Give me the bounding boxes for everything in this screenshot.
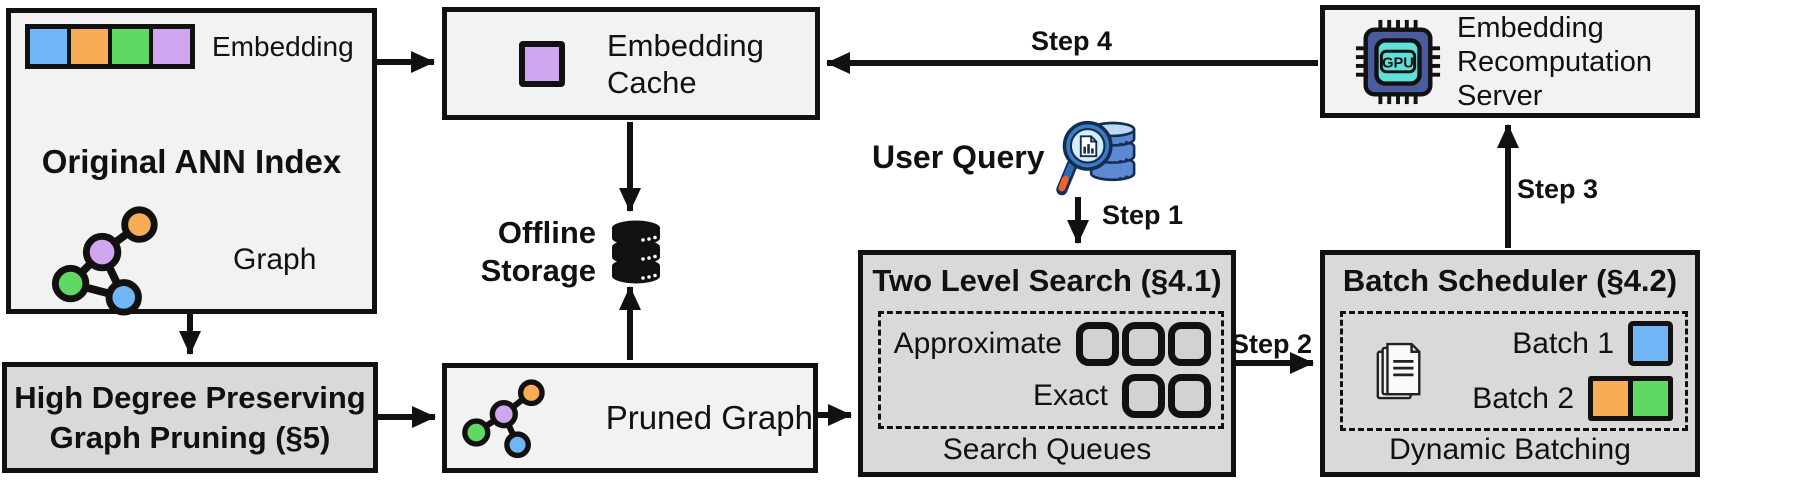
rounded-queue-slot-icon [1168,322,1211,366]
rounded-queue-slot-icon [1168,374,1211,418]
embedding-cache-label: Embedding Cache [607,27,764,101]
offline-line1: Offline [497,215,596,250]
pruned-graph-box: Pruned Graph [442,363,818,473]
embedding-recomputation-server-box: GPU Embedding Recomputation Server [1320,5,1700,118]
gpu-chip-label: GPU [1382,55,1414,71]
embedding-cache-line2: Cache [607,64,697,100]
offline-storage-label: Offline Storage [468,214,596,290]
pruned-node-green [462,418,491,447]
graph-pruning-line2: Graph Pruning (§5) [49,419,331,455]
pruned-node-purple [489,400,518,429]
embedding-cache-box: Embedding Cache [442,7,820,120]
approximate-queue-row: Approximate [889,322,1211,366]
batch1-row: Batch 1 [1472,321,1673,366]
dynamic-batching-footer: Dynamic Batching [1389,433,1631,466]
exact-queue-row: Exact [889,374,1211,418]
rounded-queue-slot-icon [1076,322,1119,366]
graph-node-orange [121,206,158,243]
search-queues-footer: Search Queues [942,433,1152,466]
graph-pruning-label: High Degree Preserving Graph Pruning (§5… [7,367,373,468]
batch2-embedding-squares [1588,376,1673,421]
database-stack-icon [612,220,660,284]
step1-label: Step 1 [1102,200,1184,230]
batch-scheduler-box: Batch Scheduler (§4.2) Batch 1 [1320,250,1700,477]
batch1-label: Batch 1 [1512,326,1614,360]
search-queues-panel: Approximate Exact [878,311,1224,429]
approximate-label: Approximate [893,327,1062,360]
embedding-vector-strip-icon [25,24,195,69]
graph-node-green [51,264,90,303]
step4-label: Step 4 [1031,26,1113,56]
embedding-cell-orange [71,29,108,64]
batch2-label: Batch 2 [1472,381,1574,415]
step2-label: Step 2 [1231,329,1313,359]
magnifier-over-database-icon [1055,120,1135,196]
graph-node-purple [82,232,122,272]
graph-node-blue [105,279,142,316]
batch-scheduler-title: Batch Scheduler (§4.2) [1342,263,1678,298]
embedding-cell-purple [153,29,190,64]
two-level-search-box: Two Level Search (§4.1) Approximate Exac… [858,250,1236,477]
two-level-search-title: Two Level Search (§4.1) [872,263,1222,298]
user-query-group: User Query [872,116,1141,198]
recomputation-server-label: Embedding Recomputation Server [1457,11,1652,113]
offline-line2: Storage [480,253,596,288]
pruned-graph-label: Pruned Graph [605,399,813,436]
embedding-strip-row: Embedding [25,24,354,69]
graph-pruning-box: High Degree Preserving Graph Pruning (§5… [2,362,378,473]
offline-storage-group: Offline Storage [468,214,662,290]
embedding-label: Embedding [212,30,354,62]
document-stack-icon [1376,342,1421,400]
pruned-node-blue [504,431,531,459]
embedding-cache-line1: Embedding [607,27,764,63]
purple-embedding-square-icon [519,40,565,87]
batch1-embedding-square [1628,321,1673,366]
pruned-graph-nodes-icon [462,379,545,459]
embedding-cell-blue [30,29,67,64]
rounded-queue-slot-icon [1122,374,1165,418]
recomp-line1: Embedding [1457,11,1604,44]
graph-label: Graph [233,243,317,276]
embedding-cell-green [112,29,149,64]
exact-label: Exact [1032,379,1108,412]
original-ann-index-title: Original ANN Index [41,143,342,180]
user-query-label: User Query [872,138,1045,175]
original-ann-index-box: Embedding Original ANN Index Graph [6,8,377,316]
gpu-chip-icon: GPU [1355,19,1441,104]
graph-pruning-line1: High Degree Preserving [14,379,366,415]
batch2-square-green [1633,381,1668,416]
batch2-square-orange [1593,381,1628,416]
batch2-row: Batch 2 [1472,376,1673,421]
pruned-node-orange [517,379,545,407]
dynamic-batching-panel: Batch 1 Batch 2 [1340,311,1688,431]
rounded-queue-slot-icon [1122,322,1165,366]
ann-graph-nodes-icon [51,206,158,316]
recomp-line2: Recomputation [1457,45,1653,78]
recomp-line3: Server [1457,79,1543,112]
step3-label: Step 3 [1517,174,1599,204]
